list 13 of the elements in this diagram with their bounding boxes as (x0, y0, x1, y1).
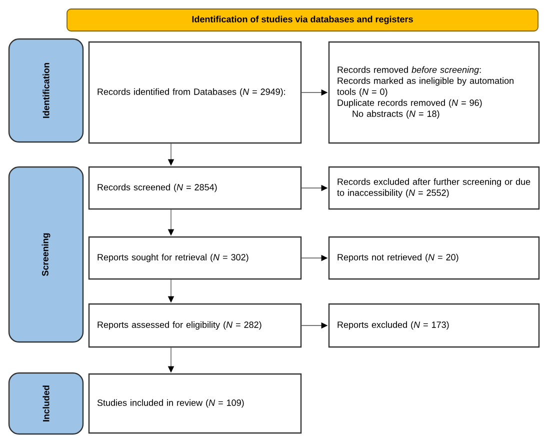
process-box: Records identified from Databases (N = 2949): (88, 41, 302, 144)
process-box: Reports excluded (N = 173) (328, 303, 540, 348)
process-box: Records removed before screening: Records marked as ineligible by automation tools (N = 0) Duplicate records removed (N = 96) No abstracts (N = 18) (328, 41, 540, 144)
process-box: Reports not retrieved (N = 20) (328, 236, 540, 280)
process-box: Studies included in review (N = 109) (88, 373, 302, 434)
process-box: Records excluded after further screening or due to inaccessibility (N = 2552) (328, 166, 540, 210)
process-box: Records screened (N = 2854) (88, 166, 302, 210)
header-banner: Identification of studies via databases and registers (66, 8, 538, 32)
process-box: Reports assessed for eligibility (N = 282) (88, 303, 302, 348)
phase-band: Identification (8, 38, 84, 143)
process-box: Reports sought for retrieval (N = 302) (88, 236, 302, 280)
phase-band: Screening (8, 166, 84, 343)
phase-band: Included (8, 372, 84, 435)
